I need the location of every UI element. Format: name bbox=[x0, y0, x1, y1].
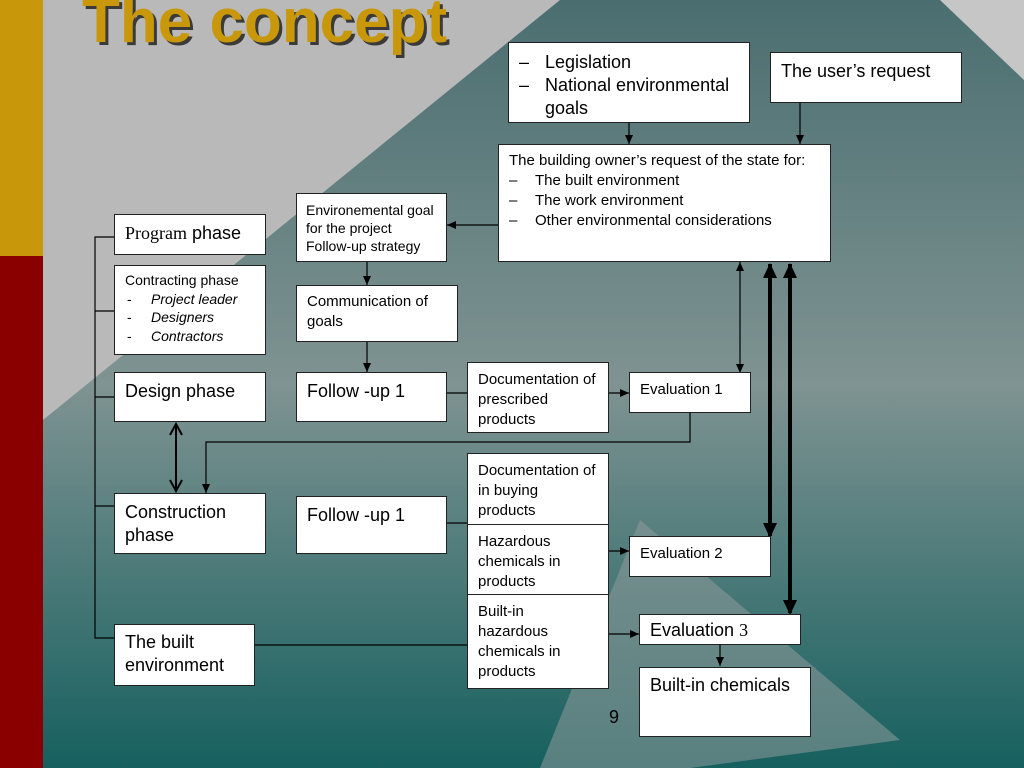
followup-design-text: Follow -up 1 bbox=[307, 381, 406, 401]
owners-request-intro: The building owner’s request of the stat… bbox=[509, 152, 806, 169]
env-goal-box: Environemental goal for the project Foll… bbox=[296, 193, 447, 262]
national-goals-item: National environmental goals bbox=[519, 74, 741, 120]
evaluation-1-text: Evaluation 1 bbox=[640, 381, 723, 398]
built-in-chemicals-text: Built-in chemicals bbox=[650, 675, 791, 695]
doc-buying-box: Documentation of in buying products bbox=[467, 453, 609, 525]
contracting-phase-box: Contracting phase Project leader Designe… bbox=[114, 265, 266, 355]
built-environment-text: The built environment bbox=[125, 632, 225, 675]
followup-design-box: Follow -up 1 bbox=[296, 372, 447, 422]
design-phase-text: Design phase bbox=[125, 381, 236, 401]
followup-construction-text: Follow -up 1 bbox=[307, 505, 406, 525]
contracting-item: Designers bbox=[127, 308, 255, 327]
evaluation-2-box: Evaluation 2 bbox=[629, 536, 771, 577]
sidebar-stripe-gold bbox=[0, 0, 43, 256]
contracting-phase-title: Contracting phase bbox=[125, 272, 239, 288]
doc-prescribed-text: Documentation of prescribed products bbox=[478, 371, 596, 428]
construction-phase-box: Construction phase bbox=[114, 493, 266, 554]
owners-request-box: The building owner’s request of the stat… bbox=[498, 144, 831, 262]
env-goal-text: Environemental goal for the project Foll… bbox=[306, 202, 434, 254]
program-phase-box: Program phase bbox=[114, 214, 266, 255]
owners-request-item: The built environment bbox=[509, 171, 820, 191]
built-environment-box: The built environment bbox=[114, 624, 255, 686]
doc-prescribed-box: Documentation of prescribed products bbox=[467, 362, 609, 433]
page-number: 9 bbox=[609, 707, 620, 727]
communication-box: Communication of goals bbox=[296, 285, 458, 342]
arrow-eval1-to-construction bbox=[202, 413, 691, 493]
legislation-box: Legislation National environmental goals bbox=[508, 42, 750, 123]
program-phase-phase: phase bbox=[187, 223, 242, 243]
evaluation-3-word: Evaluation bbox=[650, 620, 740, 640]
design-phase-box: Design phase bbox=[114, 372, 266, 422]
hazardous-text: Hazardous chemicals in products bbox=[478, 533, 561, 590]
evaluation-2-text: Evaluation 2 bbox=[640, 545, 723, 562]
phase-bracket bbox=[94, 236, 114, 639]
followup-construction-box: Follow -up 1 bbox=[296, 496, 447, 554]
evaluation-3-box: Evaluation 3 bbox=[639, 614, 801, 645]
doc-buying-text: Documentation of in buying products bbox=[478, 462, 596, 519]
sidebar-stripe-red bbox=[0, 256, 43, 768]
program-phase-program: Program bbox=[125, 223, 187, 243]
built-in-hazardous-box: Built-in hazardous chemicals in products bbox=[467, 594, 609, 689]
users-request-text: The user’s request bbox=[781, 61, 931, 81]
construction-phase-text: Construction phase bbox=[125, 502, 227, 545]
legislation-item: Legislation bbox=[519, 51, 741, 74]
evaluation-3-number: 3 bbox=[739, 620, 749, 640]
users-request-box: The user’s request bbox=[770, 52, 962, 103]
contracting-item: Contractors bbox=[127, 327, 255, 346]
evaluation-1-box: Evaluation 1 bbox=[629, 372, 751, 413]
contracting-item: Project leader bbox=[127, 290, 255, 309]
built-in-chemicals-box: Built-in chemicals bbox=[639, 667, 811, 737]
slide-title: The concept bbox=[82, 0, 448, 56]
owners-request-item: Other environmental considerations bbox=[509, 211, 820, 231]
corner-triangle bbox=[940, 0, 1024, 80]
built-in-hazardous-text: Built-in hazardous chemicals in products bbox=[478, 603, 561, 680]
hazardous-box: Hazardous chemicals in products bbox=[467, 524, 609, 595]
communication-text: Communication of goals bbox=[307, 293, 428, 330]
owners-request-item: The work environment bbox=[509, 191, 820, 211]
